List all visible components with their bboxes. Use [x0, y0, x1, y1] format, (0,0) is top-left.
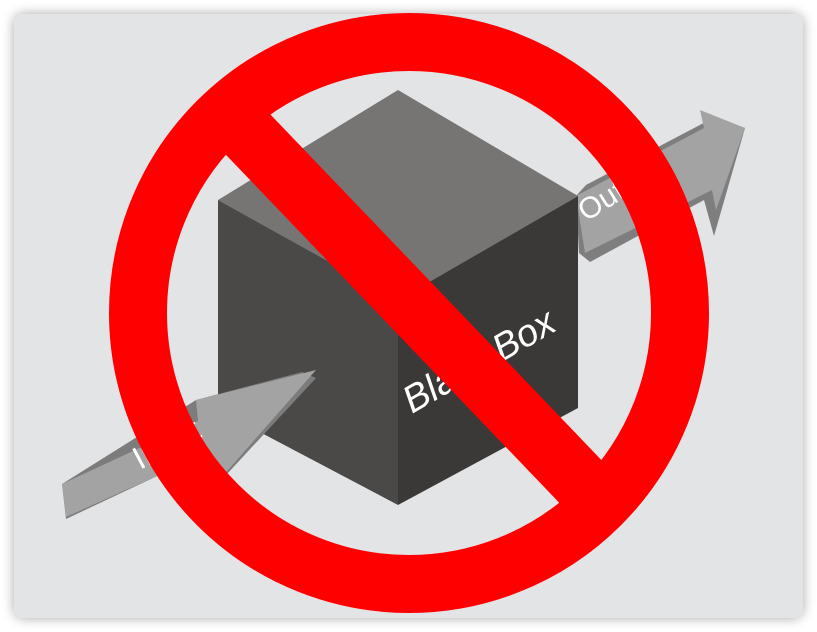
no-black-box-diagram: Output Black Box Input: [0, 0, 817, 632]
